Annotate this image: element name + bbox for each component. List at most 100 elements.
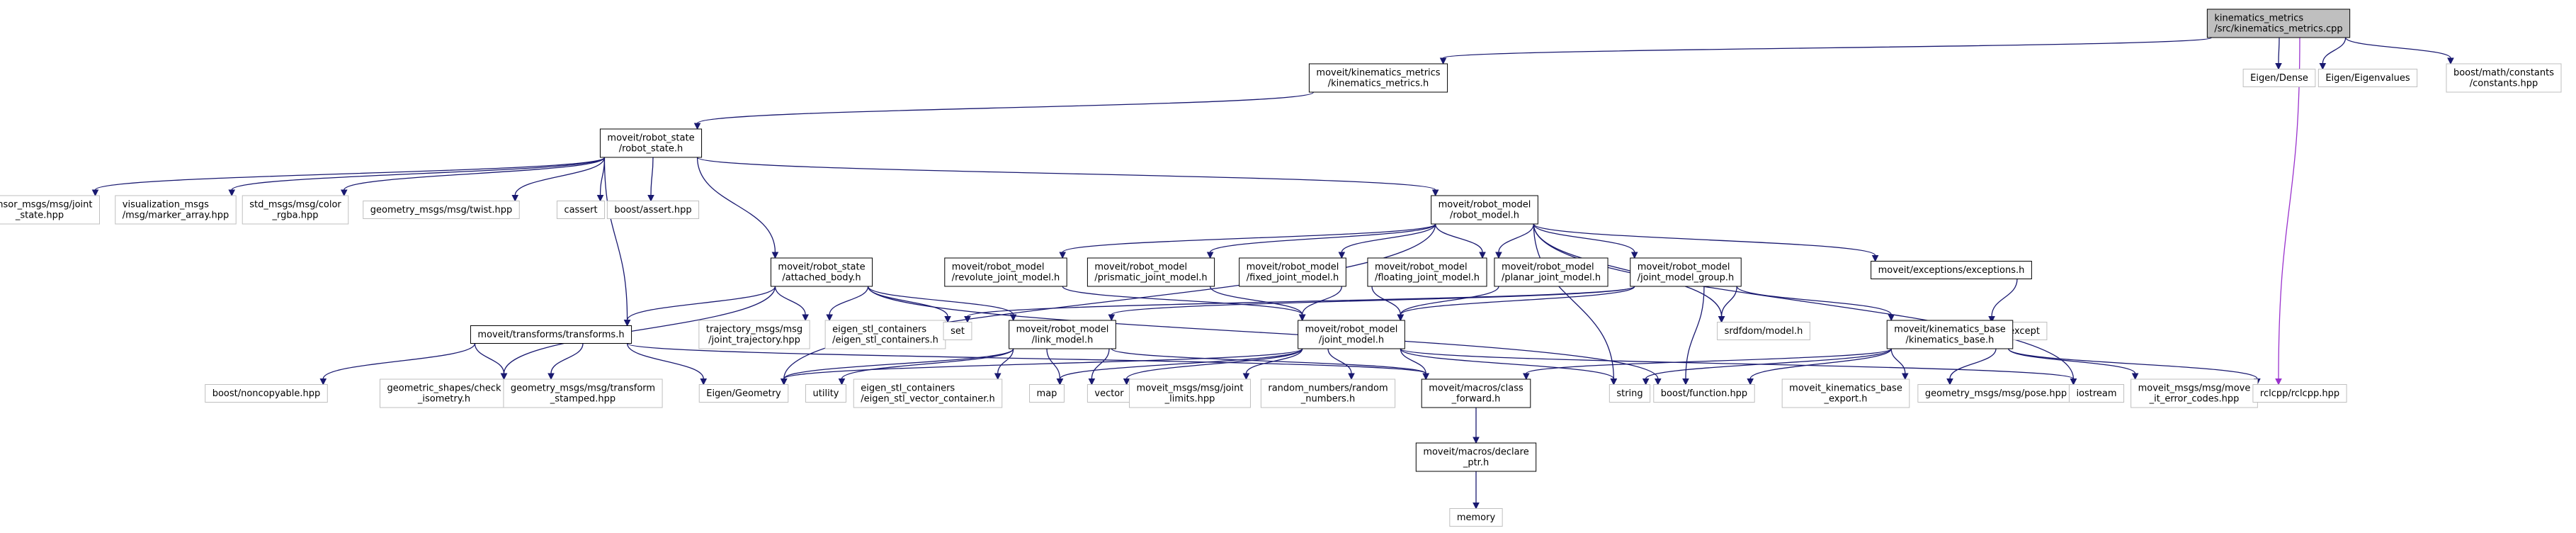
node-km-h[interactable]: moveit/kinematics_metrics/kinematics_met…	[1308, 63, 1448, 93]
node-robot-model-h[interactable]: moveit/robot_model/robot_model.h	[1431, 195, 1538, 225]
node-label: /msg/marker_array.hpp	[123, 211, 229, 221]
node-declare-ptr[interactable]: moveit/macros/declare_ptr.h	[1415, 442, 1537, 472]
node-box	[1494, 257, 1608, 287]
edge-attached-body-to-traj-msgs	[774, 286, 806, 315]
node-box	[1871, 261, 2032, 279]
edge-transforms-to-boost-noncopyable	[322, 343, 476, 379]
edge-robot-model-h-to-floating	[1435, 223, 1483, 253]
edge-arrow-head	[1682, 378, 1689, 386]
node-label: visualization_msgs	[123, 200, 209, 211]
node-label: _ptr.h	[1463, 458, 1489, 469]
node-boost-assert: boost/assert.hpp	[606, 201, 700, 219]
edge-transforms-to-geo-shapes	[474, 343, 505, 374]
node-attached-body[interactable]: moveit/robot_state/attached_body.h	[770, 257, 873, 287]
node-move-it-error: moveit_msgs/msg/move_it_error_codes.hpp	[2130, 378, 2258, 408]
edge-arrow-head	[1946, 378, 1953, 386]
edge-arrow-head	[1642, 378, 1650, 386]
node-box	[824, 320, 946, 349]
node-label: trajectory_msgs/msg	[706, 325, 802, 335]
edge-arrow-head	[838, 378, 846, 386]
edge-arrow-head	[1522, 373, 1530, 381]
edge-attached-body-to-link-model	[867, 286, 1014, 315]
node-joint-model[interactable]: moveit/robot_model/joint_model.h	[1298, 320, 1405, 349]
node-robot-state-h[interactable]: moveit/robot_state/robot_state.h	[599, 128, 703, 158]
edge-arrow-head	[802, 314, 809, 322]
node-label: /src/kinematics_metrics.cpp	[2214, 24, 2342, 35]
node-exceptions[interactable]: moveit/exceptions/exceptions.h	[1871, 261, 2032, 279]
edge-arrow-head	[2447, 57, 2454, 65]
node-jmg[interactable]: moveit/robot_model/joint_model_group.h	[1630, 257, 1742, 287]
node-fixed[interactable]: moveit/robot_model/fixed_joint_model.h	[1239, 257, 1346, 287]
node-class-forward[interactable]: moveit/macros/class_forward.h	[1421, 378, 1531, 408]
node-prismatic[interactable]: moveit/robot_model/prismatic_joint_model…	[1086, 257, 1215, 287]
node-box	[2068, 384, 2125, 403]
node-transforms[interactable]: moveit/transforms/transforms.h	[470, 325, 632, 344]
node-label: /eigen_stl_containers.h	[832, 335, 938, 346]
edge-arrow-head	[2275, 378, 2282, 386]
node-geo-transform: geometry_msgs/msg/transform_stamped.hpp	[503, 378, 663, 408]
node-label: random_numbers/random	[1268, 383, 1388, 394]
edge-arrow-head	[500, 373, 508, 381]
node-geo-pose: geometry_msgs/msg/pose.hpp	[1917, 384, 2075, 403]
edge-km-h-to-robot-state-h	[696, 91, 1315, 124]
edge-arrow-head	[1206, 252, 1214, 259]
edge-arrow-head	[693, 123, 701, 130]
edge-transforms-to-class-forward	[626, 342, 1426, 374]
node-box	[1415, 442, 1537, 472]
node-box	[1781, 378, 1910, 408]
node-planar[interactable]: moveit/robot_model/planar_joint_model.h	[1494, 257, 1608, 287]
node-label: iostream	[2076, 388, 2116, 399]
node-eigen-eigenvalues: Eigen/Eigenvalues	[2317, 69, 2418, 87]
edge-arrow-head	[700, 378, 708, 386]
edge-root-to-rclcpp	[2278, 37, 2300, 379]
edge-robot-model-h-to-eigen-geometry	[783, 223, 1436, 379]
node-link-model[interactable]: moveit/robot_model/link_model.h	[1009, 320, 1116, 349]
node-kin-base[interactable]: moveit/kinematics_base/kinematics_base.h	[1886, 320, 2014, 349]
node-box	[805, 384, 846, 403]
nodes-layer: kinematics_metrics/src/kinematics_metric…	[0, 9, 2562, 527]
edge-arrow-head	[1871, 255, 1879, 262]
edge-arrow-head	[1654, 378, 1662, 386]
edge-attached-body-to-transforms	[626, 286, 776, 320]
node-box	[1717, 322, 1810, 340]
edge-arrow-head	[771, 252, 779, 259]
node-root[interactable]: kinematics_metrics/src/kinematics_metric…	[2206, 9, 2351, 38]
node-sensor-joint-state: sensor_msgs/msg/joint_state.hpp	[0, 195, 101, 225]
edge-arrow-head	[340, 189, 348, 197]
edge-robot-state-h-to-std-color	[344, 157, 606, 191]
edge-arrow-head	[1747, 378, 1754, 386]
node-box	[1886, 320, 2014, 349]
node-box	[556, 201, 606, 219]
node-label: geometry_msgs/msg/pose.hpp	[1925, 388, 2067, 399]
edge-arrow-head	[1123, 378, 1130, 386]
node-revolute[interactable]: moveit/robot_model/revolute_joint_model.…	[944, 257, 1067, 287]
edge-arrow-head	[623, 320, 631, 327]
edge-robot-state-h-to-sensor-joint-state	[94, 157, 606, 191]
edge-arrow-head	[826, 314, 833, 322]
edge-arrow-head	[1473, 503, 1480, 510]
edge-joint-model-to-map	[1059, 348, 1303, 380]
node-box	[1129, 378, 1251, 408]
node-box	[1009, 320, 1116, 349]
edge-link-model-to-vector	[1091, 348, 1110, 379]
edge-arrow-head	[1348, 373, 1355, 381]
node-label: cassert	[564, 205, 597, 215]
node-label: rclcpp/rclcpp.hpp	[2260, 388, 2339, 399]
edge-prismatic-to-joint-model	[1209, 286, 1303, 315]
node-box	[1449, 508, 1503, 527]
edge-arrow-head	[2070, 378, 2077, 386]
node-floating[interactable]: moveit/robot_model/floating_joint_model.…	[1367, 257, 1487, 287]
node-std-color: std_msgs/msg/color_rgba.hpp	[242, 195, 349, 225]
edge-arrow-head	[1718, 316, 1725, 323]
node-label: boost/noncopyable.hpp	[212, 388, 321, 399]
node-box	[1431, 195, 1538, 225]
node-box	[698, 384, 789, 403]
node-label: /fixed_joint_model.h	[1247, 273, 1339, 284]
node-kin-base-export: moveit_kinematics_base_export.h	[1781, 378, 1910, 408]
node-label: /floating_joint_model.h	[1375, 273, 1480, 284]
edge-arrow-head	[964, 316, 971, 323]
node-srdfdom: srdfdom/model.h	[1717, 322, 1810, 340]
node-label: moveit_msgs/msg/joint	[1137, 383, 1244, 394]
node-label: /prismatic_joint_model.h	[1094, 273, 1207, 284]
